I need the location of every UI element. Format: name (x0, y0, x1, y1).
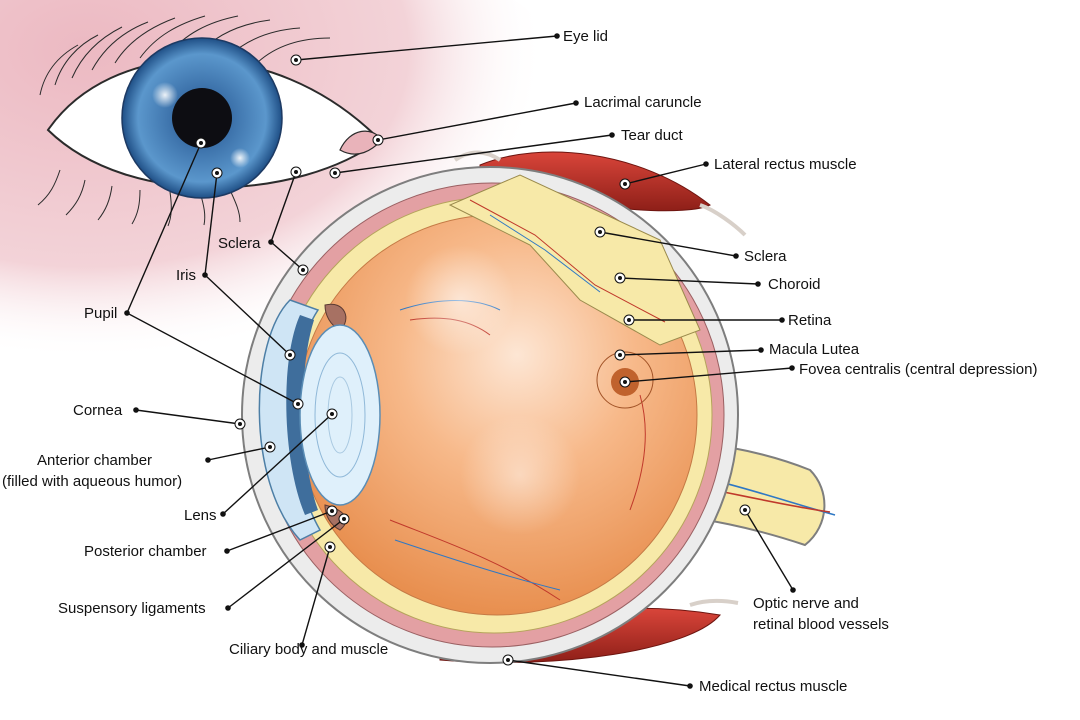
label-lateral-rectus-muscle: Lateral rectus muscle (714, 156, 857, 173)
label-choroid: Choroid (768, 276, 821, 293)
label-sclera-left: Sclera (218, 235, 261, 252)
anchor-dots (195, 54, 751, 666)
label-sclera-right: Sclera (744, 248, 787, 265)
label-eye-lid: Eye lid (563, 28, 608, 45)
label-optic-nerve-line2: retinal blood vessels (753, 616, 889, 633)
label-end-dots (124, 33, 796, 689)
label-iris: Iris (176, 267, 196, 284)
label-ciliary-body: Ciliary body and muscle (229, 641, 388, 658)
eyeball-cross-section-illustration (241, 150, 836, 664)
label-anterior-chamber-line1: Anterior chamber (37, 452, 152, 469)
label-optic-nerve-line1: Optic nerve and (753, 595, 859, 612)
label-medical-rectus-muscle: Medical rectus muscle (699, 678, 847, 695)
label-lacrimal-caruncle: Lacrimal caruncle (584, 94, 702, 111)
label-anterior-chamber-line2: (filled with aqueous humor) (2, 473, 182, 490)
label-macula-lutea: Macula Lutea (769, 341, 860, 358)
label-suspensory-ligaments: Suspensory ligaments (58, 600, 206, 617)
label-pupil: Pupil (84, 305, 117, 322)
label-tear-duct: Tear duct (621, 127, 684, 144)
label-retina: Retina (788, 312, 832, 329)
label-posterior-chamber: Posterior chamber (84, 543, 207, 560)
outer-eye-illustration (37, 15, 383, 227)
leader-lines (126, 35, 794, 687)
labels: Eye lid Lacrimal caruncle Tear duct Late… (2, 28, 1037, 695)
label-cornea: Cornea (73, 402, 123, 419)
label-lens: Lens (184, 507, 217, 524)
label-fovea-centralis: Fovea centralis (central depression) (799, 361, 1037, 378)
